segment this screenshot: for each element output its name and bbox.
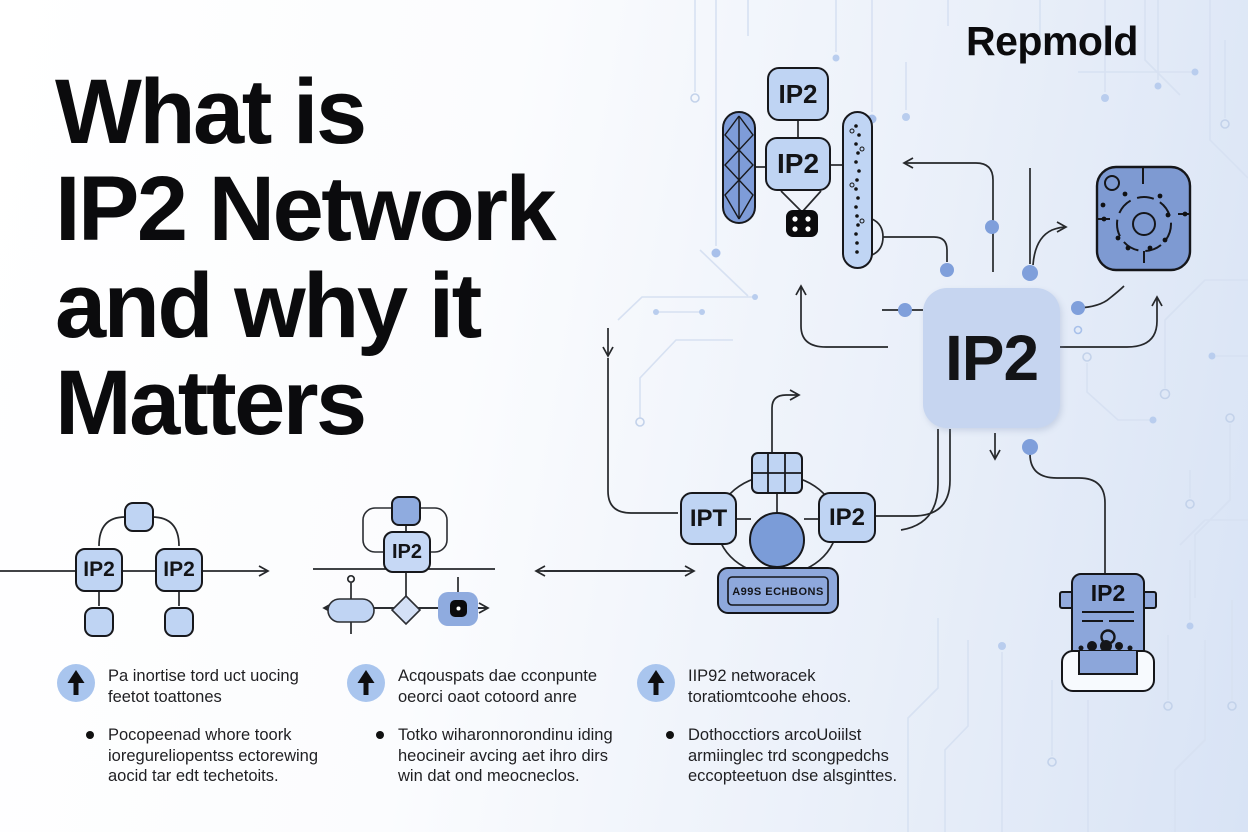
column-heading: Acqouspats dae cconpunte oeorci oaot cot… bbox=[398, 667, 598, 706]
screen-node-label: A99S ECHBONS bbox=[732, 586, 824, 598]
flow-dark-square bbox=[391, 496, 421, 526]
benefit-column-3: IIP92 networacek toratiomtcoohe ehoos. D… bbox=[637, 664, 929, 787]
up-arrow-icon bbox=[637, 664, 675, 702]
title-line: IP2 Network bbox=[55, 158, 557, 260]
ip2-chip: IP2 bbox=[923, 288, 1060, 428]
flow-pill bbox=[327, 598, 375, 623]
document-icon bbox=[1059, 573, 1157, 692]
screen-node bbox=[717, 567, 839, 614]
tree-box-ip2-right: IP2 bbox=[155, 548, 203, 592]
circuit-traces bbox=[617, 0, 1248, 832]
benefit-column-2: Acqouspats dae cconpunte oeorci oaot cot… bbox=[347, 664, 639, 787]
column-heading: IIP92 networacek toratiomtcoohe ehoos. bbox=[688, 667, 852, 706]
grid-node bbox=[751, 452, 803, 494]
tree-small-squares bbox=[84, 502, 194, 637]
cluster-box-ipt: IPT bbox=[680, 492, 737, 545]
title-line: What is bbox=[55, 61, 367, 163]
circle-node bbox=[749, 512, 805, 568]
dotted-capsule-icon bbox=[842, 111, 873, 269]
bullet-dot bbox=[666, 731, 674, 739]
tree-box-ip2-left: IP2 bbox=[75, 548, 123, 592]
junction-dots bbox=[898, 220, 1085, 455]
flow-diamond bbox=[390, 594, 422, 626]
flow-nodes bbox=[327, 496, 478, 626]
brand-logo: Repmold bbox=[966, 18, 1138, 64]
document-icon-label: IP2 bbox=[1090, 580, 1126, 606]
column-heading: Pa inortise tord uct uocing feetot toatt… bbox=[108, 667, 299, 706]
benefit-column-1: Pa inortise tord uct uocing feetot toatt… bbox=[57, 664, 349, 787]
dice-icon bbox=[786, 210, 818, 237]
column-bullet: Pocopeenad whore toork ioregureliopentss… bbox=[57, 725, 349, 787]
top-cluster-box-a: IP2 bbox=[767, 67, 829, 121]
processor-icon bbox=[1095, 165, 1192, 272]
column-bullet: Totko wiharonnorondinu iding heocineir a… bbox=[347, 725, 639, 787]
lattice-capsule-icon bbox=[722, 111, 756, 224]
title-line: and why it bbox=[55, 255, 482, 357]
page-title: What is IP2 Network and why it Matters bbox=[55, 61, 557, 454]
flow-box-ip2: IP2 bbox=[383, 531, 431, 573]
top-cluster-box-b: IP2 bbox=[765, 137, 831, 191]
bullet-dot bbox=[376, 731, 384, 739]
cluster-box-ip2: IP2 bbox=[818, 492, 876, 543]
column-bullet: Dothocctiors arcoUoiilst armiinglec trd … bbox=[637, 725, 929, 787]
up-arrow-icon bbox=[57, 664, 95, 702]
up-arrow-icon bbox=[347, 664, 385, 702]
title-line: Matters bbox=[55, 352, 367, 454]
bullet-dot bbox=[86, 731, 94, 739]
